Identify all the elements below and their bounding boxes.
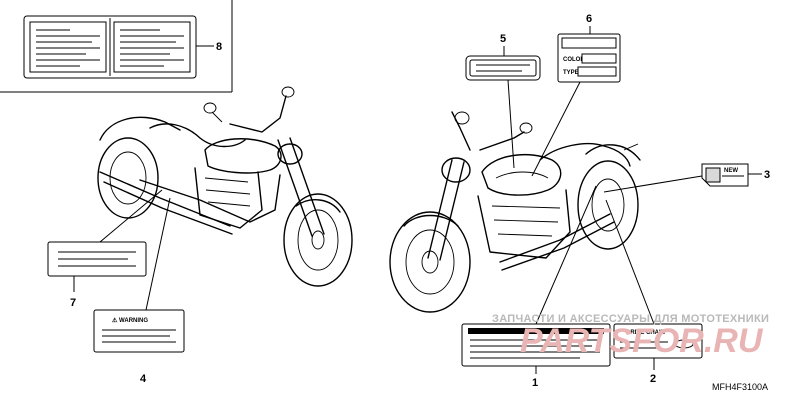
rear-wheel — [97, 137, 159, 219]
seat — [149, 123, 246, 148]
leader-1 — [535, 185, 597, 325]
label-1-group: 1 — [461, 185, 611, 389]
callout-5: 5 — [500, 33, 506, 45]
front-wheel — [283, 193, 353, 287]
label-3-group: NEW 3 — [603, 163, 770, 193]
motorcycle-right — [389, 111, 641, 313]
seat — [539, 143, 631, 167]
type-label-text: TYPE — [563, 70, 579, 76]
motorcycle-left — [97, 86, 353, 287]
exhaust — [499, 213, 611, 263]
callout-1: 1 — [532, 377, 538, 389]
leader-4 — [145, 197, 171, 311]
leader-2 — [605, 199, 655, 325]
label-4-group: ⚠ WARNING 4 — [93, 197, 185, 385]
callout-3: 3 — [764, 169, 770, 181]
front-wheel — [389, 211, 471, 313]
leader-6 — [531, 81, 581, 177]
rear-wheel — [577, 160, 639, 250]
leader-3 — [603, 175, 703, 193]
label-6-group: 6 COLOR TYPE — [531, 13, 621, 177]
leader-7 — [99, 189, 163, 243]
callout-6: 6 — [586, 13, 592, 25]
color-label-text: COLOR — [563, 57, 585, 63]
diagram-code: MFH4F3100A — [712, 382, 768, 392]
warning-label-text: ⚠ WARNING — [112, 317, 148, 324]
label-2-sticker — [613, 323, 703, 359]
headlight — [441, 157, 471, 183]
exhaust — [99, 171, 231, 227]
fuel-tank — [481, 154, 562, 196]
label-7-group: 7 — [47, 189, 163, 309]
label-8-group: 8 — [0, 0, 233, 93]
callout-7: 7 — [70, 297, 76, 309]
leader-5 — [507, 79, 515, 169]
label-4-sticker — [93, 309, 185, 353]
callout-2: 2 — [650, 373, 656, 385]
watermark-line1: ЗАПЧАСТИ И АКСЕССУАРЫ ДЛЯ МОТОТЕХНИКИ — [492, 313, 769, 325]
drive-chain-label-text: DRIVE CHAIN — [626, 330, 665, 336]
watermark: ЗАПЧАСТИ И АКСЕССУАРЫ ДЛЯ МОТОТЕХНИКИ PA… — [492, 313, 769, 360]
callout-4: 4 — [140, 373, 147, 385]
label-5-group: 5 — [465, 33, 541, 169]
fuel-tank — [204, 138, 282, 174]
headlight — [277, 143, 303, 165]
callout-8: 8 — [216, 41, 222, 53]
watermark-line2: PARTSFOR.RU — [520, 322, 764, 360]
label-2-group: DRIVE CHAIN 2 — [605, 199, 703, 385]
new-label-text: NEW — [724, 168, 738, 174]
